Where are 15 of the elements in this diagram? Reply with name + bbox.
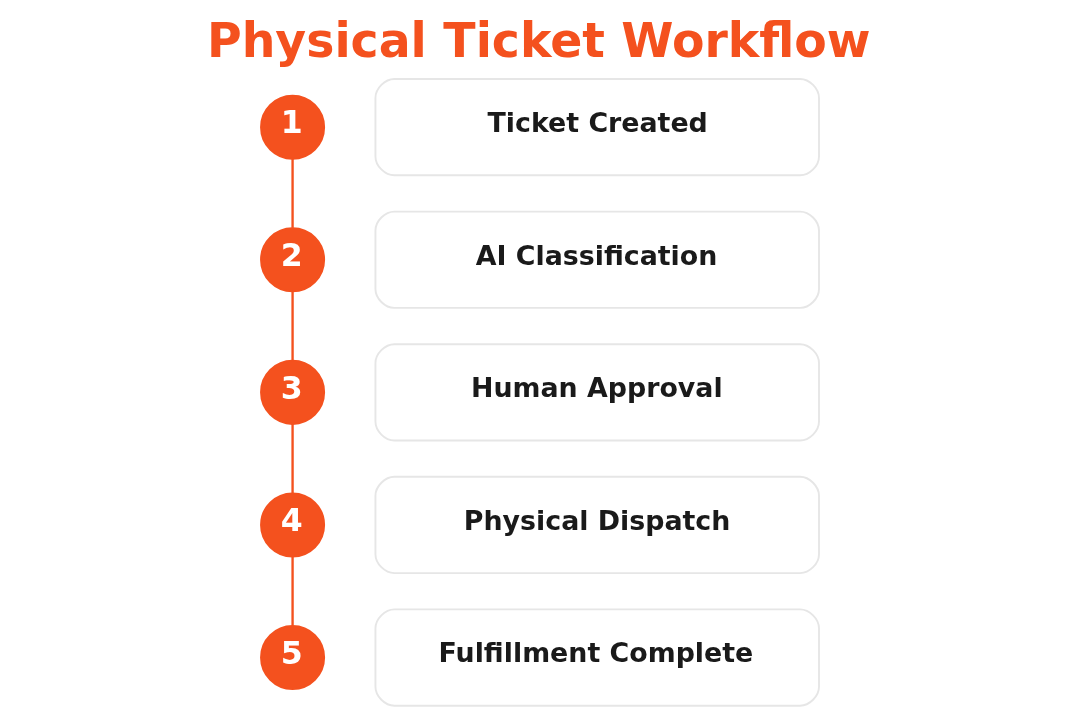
node-circle: 1 (260, 94, 326, 160)
node-box: Fulfillment Complete (374, 608, 820, 707)
connector (291, 556, 294, 626)
node-circle: 3 (260, 359, 326, 425)
node-box: Human Approval (374, 343, 820, 442)
connector (291, 158, 294, 228)
node-circle: 5 (260, 625, 326, 691)
node-circle: 4 (260, 492, 326, 558)
node-circle: 2 (260, 227, 326, 293)
connector (291, 291, 294, 361)
node-box: Ticket Created (374, 78, 820, 177)
node-box: Physical Dispatch (374, 475, 820, 575)
node-box: AI Classification (374, 210, 820, 309)
connector (291, 423, 294, 494)
diagram-title: Physical Ticket Workflow (206, 12, 871, 68)
